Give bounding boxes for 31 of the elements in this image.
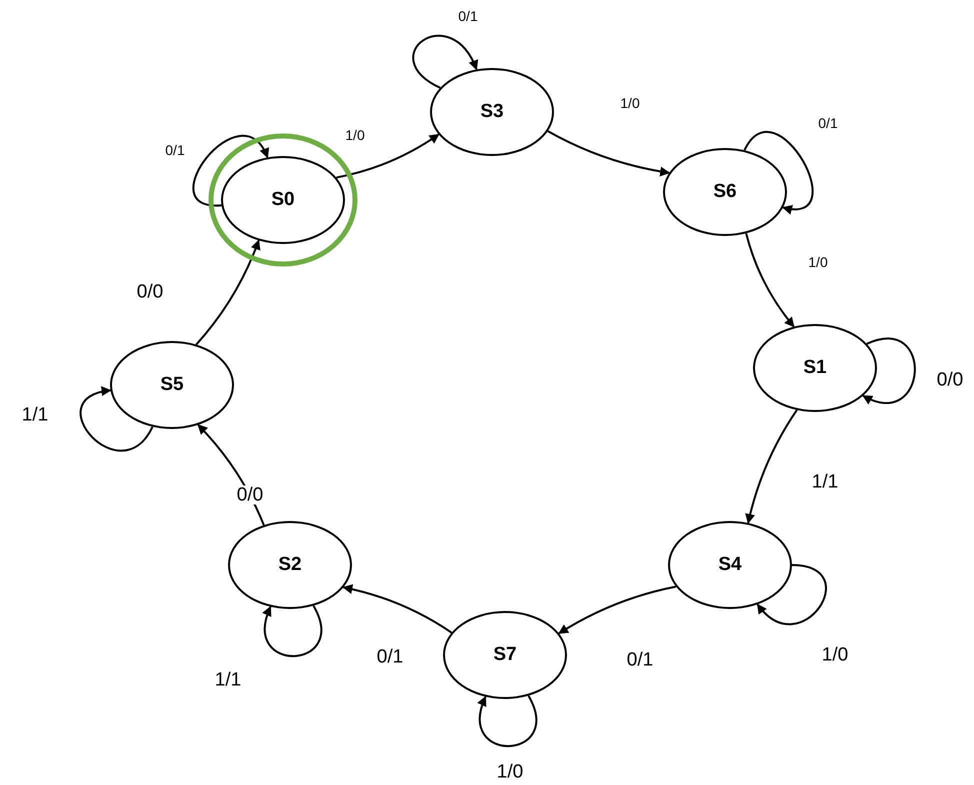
transition-arrow (745, 410, 798, 524)
state-name: S2 (278, 552, 302, 577)
transition-arrow (547, 130, 670, 176)
transition-arrow (80, 387, 154, 452)
transition-arrow (558, 586, 676, 634)
transition-arrow (196, 240, 260, 346)
state-name: S5 (160, 372, 184, 397)
transition-arrow (478, 695, 538, 747)
state-name: S1 (803, 356, 827, 380)
transition-arrow (745, 233, 795, 328)
state-name: S0 (271, 188, 295, 212)
state-name: S7 (493, 642, 517, 667)
edge-label: 1/0 (618, 96, 642, 110)
transition-arrow (336, 134, 440, 179)
edge-label: 0/0 (234, 486, 266, 504)
edge-label: 0/1 (163, 143, 187, 157)
transition-arrow (262, 605, 322, 657)
transition-arrow (192, 135, 268, 206)
transition-arrow (412, 34, 478, 89)
transition-arrow (756, 564, 827, 626)
transition-arrow (342, 584, 452, 634)
edge-label: 1/0 (343, 128, 367, 142)
transition-arrow (862, 338, 916, 404)
state-ellipse (221, 156, 345, 244)
state-name: S6 (713, 180, 737, 204)
transition-arrow (744, 131, 814, 214)
state-name: S4 (718, 552, 742, 577)
edge-label: 0/1 (456, 9, 480, 23)
state-name: S3 (480, 100, 504, 124)
edge-label: 0/1 (816, 116, 840, 130)
edge-label: 1/0 (806, 255, 830, 269)
